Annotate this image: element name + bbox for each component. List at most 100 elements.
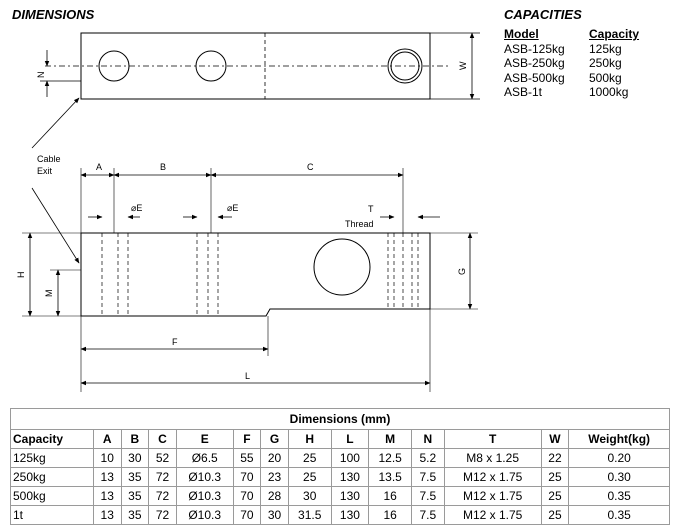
table-cell: 7.5 <box>411 486 445 506</box>
table-cell: 13 <box>92 467 122 487</box>
table-cell: 7.5 <box>411 467 445 487</box>
top-view <box>40 32 480 100</box>
table-cell: 125kg <box>10 448 94 468</box>
table-row: 125kg 10 30 52 Ø6.5 55 20 25 100 12.5 5.… <box>10 448 670 468</box>
model-cell: ASB-250kg <box>504 56 565 70</box>
table-cell: 70 <box>232 486 262 506</box>
label-l: L <box>245 371 250 381</box>
table-cell: 72 <box>148 486 177 506</box>
table-cell: 13 <box>92 486 122 506</box>
table-cell: 25 <box>287 448 332 468</box>
table-cell: 23 <box>260 467 289 487</box>
table-cell: 30 <box>260 505 289 525</box>
capacity-cell: 125kg <box>589 41 622 56</box>
label-b: B <box>160 162 166 172</box>
label-e-right: ⌀E <box>227 203 238 213</box>
table-cell: 16 <box>368 505 413 525</box>
table-cell: 1t <box>10 505 94 525</box>
table-cell: 0.30 <box>568 467 670 487</box>
col-header: W <box>540 429 570 449</box>
table-cell: 25 <box>287 467 332 487</box>
label-m: M <box>44 290 54 298</box>
thread-label: Thread <box>345 219 374 229</box>
side-view <box>80 232 431 317</box>
table-cell: 5.2 <box>411 448 445 468</box>
table-cell: 25 <box>540 505 570 525</box>
table-cell: 500kg <box>10 486 94 506</box>
capacities-table: Model Capacity ASB-125kg 125kg ASB-250kg… <box>504 27 639 100</box>
table-cell: 55 <box>232 448 262 468</box>
col-header: N <box>411 429 445 449</box>
table-row: 1t 13 35 72 Ø10.3 70 30 31.5 130 16 7.5 … <box>10 505 670 525</box>
table-cell: 13 <box>92 505 122 525</box>
table-row: 250kg 13 35 72 Ø10.3 70 23 25 130 13.5 7… <box>10 467 670 487</box>
capacity-row: ASB-500kg 500kg <box>504 71 639 86</box>
col-header: T <box>443 429 542 449</box>
table-cell: 31.5 <box>287 505 332 525</box>
table-cell: 10 <box>92 448 122 468</box>
table-cell: 0.20 <box>568 448 670 468</box>
col-header: M <box>368 429 413 449</box>
col-header: Capacity <box>10 429 94 449</box>
capacity-row: ASB-1t 1000kg <box>504 85 639 100</box>
table-cell: 72 <box>148 505 177 525</box>
label-n: N <box>36 72 46 79</box>
table-cell: 13.5 <box>368 467 413 487</box>
table-row: 500kg 13 35 72 Ø10.3 70 28 30 130 16 7.5… <box>10 486 670 506</box>
label-g: G <box>457 268 467 275</box>
table-cell: 30 <box>120 448 150 468</box>
capacity-row: ASB-125kg 125kg <box>504 42 639 57</box>
table-cell: 130 <box>330 486 370 506</box>
label-a: A <box>96 162 102 172</box>
exit-label: Exit <box>37 166 53 176</box>
table-cell: 130 <box>330 505 370 525</box>
col-header: E <box>175 429 234 449</box>
col-header: B <box>120 429 150 449</box>
table-caption: Dimensions (mm) <box>10 408 670 430</box>
table-cell: Ø6.5 <box>175 448 234 468</box>
table-cell: 20 <box>260 448 289 468</box>
table-cell: 28 <box>260 486 289 506</box>
label-e-left: ⌀E <box>131 203 142 213</box>
load-cell-drawing: W N Cable Exit <box>16 32 480 392</box>
col-header: H <box>287 429 332 449</box>
label-c: C <box>307 162 314 172</box>
table-cell: 35 <box>120 486 150 506</box>
capacities-heading: CAPACITIES <box>504 7 582 22</box>
table-cell: 70 <box>232 467 262 487</box>
dimensions-table: Dimensions (mm) Capacity A B C E F G H L… <box>10 408 670 525</box>
table-cell: 30 <box>287 486 332 506</box>
cable-exit-leaders <box>31 97 80 264</box>
col-header: Weight(kg) <box>568 429 670 449</box>
capacity-header: Capacity <box>589 27 640 41</box>
table-cell: Ø10.3 <box>175 486 234 506</box>
table-cell: 22 <box>540 448 570 468</box>
table-cell: M8 x 1.25 <box>443 448 542 468</box>
model-cell: ASB-500kg <box>504 70 565 85</box>
capacity-row: ASB-250kg 250kg <box>504 56 639 71</box>
col-header: G <box>260 429 289 449</box>
table-cell: 52 <box>148 448 177 468</box>
capacity-cell: 250kg <box>589 56 622 70</box>
table-cell: 25 <box>540 467 570 487</box>
table-cell: 70 <box>232 505 262 525</box>
table-cell: Ø10.3 <box>175 467 234 487</box>
col-header: F <box>232 429 262 449</box>
table-cell: 130 <box>330 467 370 487</box>
header-row: Capacity A B C E F G H L M N T W Weight(… <box>10 429 670 449</box>
table-cell: Ø10.3 <box>175 505 234 525</box>
label-f: F <box>172 337 178 347</box>
table-cell: 35 <box>120 505 150 525</box>
table-cell: 35 <box>120 467 150 487</box>
table-cell: 0.35 <box>568 505 670 525</box>
label-t: T <box>368 204 374 214</box>
table-cell: M12 x 1.75 <box>443 505 542 525</box>
table-cell: 72 <box>148 467 177 487</box>
capacities-header-row: Model Capacity <box>504 27 639 42</box>
model-header: Model <box>504 27 539 41</box>
table-cell: 250kg <box>10 467 94 487</box>
col-header: A <box>92 429 122 449</box>
col-header: C <box>148 429 177 449</box>
table-cell: 25 <box>540 486 570 506</box>
label-h: H <box>16 272 26 279</box>
